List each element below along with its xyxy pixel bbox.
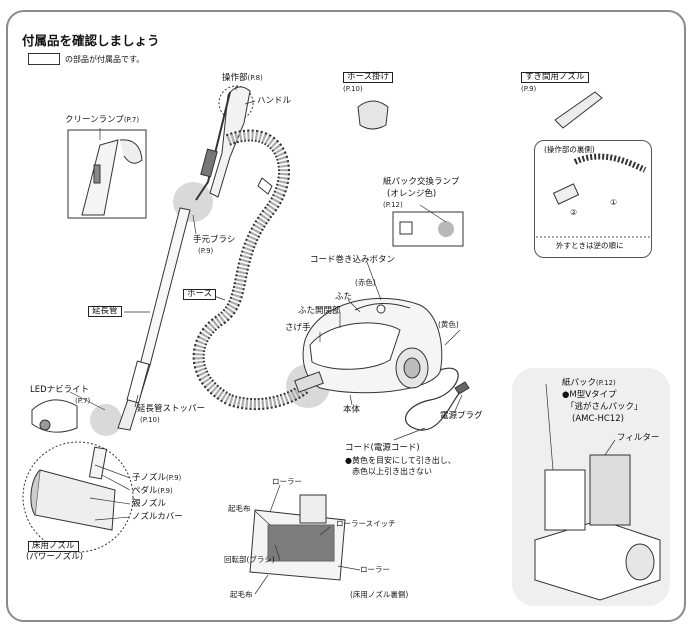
label-power-nozzle: (パワーノズル) xyxy=(26,552,84,562)
pedal-text: ペダル xyxy=(132,486,158,496)
label-bag-lamp-color: (オレンジ色) xyxy=(387,189,437,199)
label-body: 本体 xyxy=(343,405,361,415)
child-nozzle-text: 子ノズル xyxy=(132,473,167,483)
clean-lamp-ref: (P.7) xyxy=(123,116,140,124)
legend-text: の部品が付属品です。 xyxy=(65,55,145,64)
cord-note-1: ●黄色を目安にして引き出し、 xyxy=(345,456,456,465)
label-nozzle-underside: (床用ノズル裏側) xyxy=(350,590,409,599)
cord-note-2: 赤色以上引き出さない xyxy=(352,467,432,476)
label-filter: フィルター xyxy=(617,433,660,443)
label-roller-switch: ローラースイッチ xyxy=(336,519,396,528)
label-operation-part: 操作部(P.8) xyxy=(222,73,263,83)
operation-part-ring xyxy=(218,85,254,121)
label-carry-handle: さげ手 xyxy=(285,323,311,333)
label-clean-lamp: クリーンランプ(P.7) xyxy=(65,115,140,125)
bag-lamp-indicator xyxy=(438,221,454,237)
label-roller-top: ローラー xyxy=(272,477,302,486)
paper-bag-name: 「逃がさんパック」 xyxy=(566,402,643,412)
paper-bag-model: (AMC-HC12) xyxy=(572,414,624,424)
label-power-plug: 電源プラグ xyxy=(440,411,483,421)
bag-lamp-ref: (P.12) xyxy=(383,201,403,209)
clean-lamp-text: クリーンランプ xyxy=(65,115,124,125)
label-brush-left-bottom: 起毛布 xyxy=(230,590,253,599)
label-hand-brush: 手元ブラシ xyxy=(193,235,236,245)
led-highlight xyxy=(90,404,122,436)
label-lid-opening: ふた開閉部 xyxy=(298,306,341,316)
label-extension-pipe: 延長管 xyxy=(88,306,122,318)
label-lid: ふた xyxy=(335,292,353,302)
label-roller-right: ローラー xyxy=(360,565,390,574)
label-operation-back: (操作部の裏側) xyxy=(544,145,595,154)
operation-part-ref: (P.8) xyxy=(247,74,263,82)
operation-back-callout xyxy=(534,140,652,258)
pipe-stopper-ref: (P.10) xyxy=(140,416,160,424)
label-gap-nozzle: すき間用ノズル xyxy=(521,72,589,84)
label-nozzle-cover: ノズルカバー xyxy=(132,512,183,522)
label-pipe-stopper: 延長管ストッパー xyxy=(137,404,206,414)
gap-nozzle-ref: (P.9) xyxy=(521,85,537,93)
label-handle: ハンドル xyxy=(257,96,292,106)
floor-nozzle-ring xyxy=(22,441,134,553)
label-parent-nozzle: 親ノズル xyxy=(132,499,167,509)
label-remove-note: 外すときは逆の順に xyxy=(556,241,624,250)
label-rotary-brush: 回転部(ブラシ) xyxy=(224,555,275,564)
paper-bag-type: ●M型Vタイプ xyxy=(562,390,617,400)
label-child-nozzle: 子ノズル(P.9) xyxy=(132,473,182,483)
label-floor-nozzle: 床用ノズル xyxy=(28,541,79,553)
legend-swatch xyxy=(28,53,60,65)
page-title: 付属品を確認しましょう xyxy=(22,33,160,48)
operation-part-text: 操作部 xyxy=(222,73,248,83)
label-red: (赤色) xyxy=(355,278,376,287)
label-cord-reel-button: コード巻き込みボタン xyxy=(310,255,396,265)
step-2: ② xyxy=(570,208,578,217)
label-cord: コード(電源コード) xyxy=(345,443,420,453)
led-navi-light-ref: (P.7) xyxy=(75,397,91,405)
paper-bag-ref: (P.12) xyxy=(596,379,616,387)
label-paper-bag: 紙パック(P.12) xyxy=(562,378,616,388)
label-yellow: (黄色) xyxy=(438,320,459,329)
label-hose-hanger: ホース掛け xyxy=(343,72,394,84)
label-pedal: ペダル(P.9) xyxy=(132,486,173,496)
hose-hanger-ref: (P.10) xyxy=(343,85,363,93)
paper-bag-text: 紙パック xyxy=(562,378,597,388)
label-brush-left-top: 起毛布 xyxy=(228,504,251,513)
label-led-navi-light: LEDナビライト xyxy=(30,385,90,395)
step-1: ① xyxy=(610,198,618,207)
label-hose: ホース xyxy=(183,289,217,301)
hand-brush-ref: (P.9) xyxy=(198,247,214,255)
pedal-ref: (P.9) xyxy=(157,487,173,495)
label-bag-lamp: 紙パック交換ランプ xyxy=(383,177,460,187)
child-nozzle-ref: (P.9) xyxy=(166,474,182,482)
